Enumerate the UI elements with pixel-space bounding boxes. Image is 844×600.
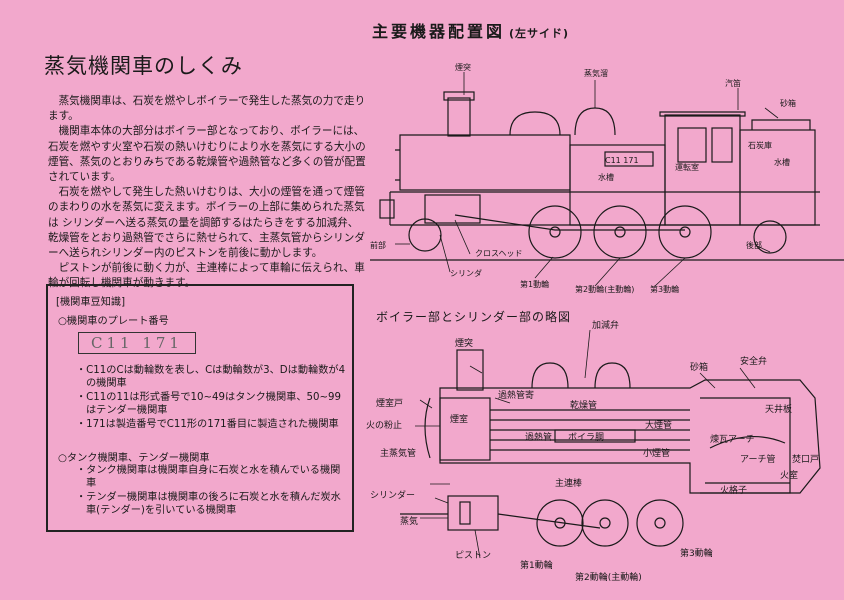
wheel-1 [536,499,584,547]
firebox-outline [700,397,791,494]
smokebox-shape [439,397,491,461]
label-sand-dome: 砂箱 [780,98,796,108]
label-safety-valve: 安全弁 [740,355,767,367]
driving-wheel-1 [528,205,582,259]
diagram2-title: ボイラー部とシリンダー部の略図 [376,310,572,324]
label-crosshead: クロスヘッド [475,249,522,258]
boiler-body-box [554,429,636,443]
label-regulator: 加減弁 [592,319,619,331]
label-firebox-door: 焚口戸 [792,454,819,465]
label-smokebox: 煙室 [450,413,468,425]
label-brick-arch: 煉瓦アーチ [710,434,754,445]
steam-dome-shape [574,107,616,136]
driving-wheel-2 [593,205,647,259]
label-whistle: 汽笛 [725,78,741,88]
label-main-rod: 主連棒 [555,477,582,489]
chimney-shape [447,97,471,137]
label-dry-pipe: 乾燥管 [570,399,597,411]
label-piston: ピストン [455,550,491,561]
label-small-flue: 小煙管 [643,447,670,459]
list-item: ・タンク機関車は機関車自身に石炭と水を積んでいる機関車 [76,465,341,490]
plate-heading: ○機関車のプレート番号 [58,316,169,327]
plate-on-loco: C11 171 [605,156,639,165]
sand-dome-shape [531,362,569,389]
boiler-outline [399,134,571,191]
cylinder-shape [424,194,481,224]
label-cylinder: シリンダ [450,268,482,278]
label-superheater-tube: 過熱管 [525,431,552,443]
chimney-shape [456,349,484,391]
boiler-cylinder-diagram: 加減弁 煙突 煙室戸 火の粉止 煙室 過熱管寄 乾燥管 過熱管 ボイラ胴 大煙管… [366,319,821,583]
plate-notes: ・C11のCは動輪数を表し、Cは動輪数が3、Dは動輪数が4の機関車 ・C11の1… [76,364,346,431]
sand-dome-shape [509,111,561,136]
label-sand-dome: 砂箱 [690,361,708,373]
label-wheel2: 第2動輪(主動輪) [575,284,634,294]
diagram-title: 主要機器配置図(左サイド) [372,22,570,41]
trailing-wheel [753,220,787,254]
driving-wheel-3 [658,205,712,259]
label-steam: 蒸気 [400,515,418,527]
list-item: ・C11のCは動輪数を表し、Cは動輪数が3、Dは動輪数が4の機関車 [76,365,346,390]
plate-number: C11 171 [78,332,196,354]
wheel-3 [636,499,684,547]
list-item: ・テンダー機関車は機関車の後ろに石炭と水を積んだ炭水車(テンダー)を引いている機… [76,491,341,517]
label-boiler-body: ボイラ胴 [568,432,604,443]
label-front: 前部 [370,240,386,250]
label-crown-sheet: 天井板 [765,403,792,415]
label-wheel1: 第1動輪 [520,279,549,289]
main-rod [497,513,601,529]
label-chimney: 煙突 [455,62,471,72]
list-item: ・171は製造番号でC11形の171番目に製造された機関車 [76,418,339,430]
label-wheel1: 第1動輪 [520,559,553,571]
label-tank-right: 水槽 [774,157,790,167]
locomotive-side-diagram: 煙突 蒸気溜 汽笛 砂箱 運転室 石炭庫 水槽 水槽 C11 171 前部 クロ… [370,62,844,294]
label-coal-bunker: 石炭庫 [748,140,772,150]
label-cab: 運転室 [675,162,699,172]
paragraph: ピストンが前後に動く力が、主連棒によって車輪に伝えられ、車輪が回転し機関車が動き… [48,262,365,290]
diagram-subtitle: (左サイド) [509,27,570,40]
boiler-shell [439,379,821,494]
label-big-flue: 大煙管 [645,419,672,431]
label-arch-tube: アーチ管 [740,453,775,465]
paragraph: 蒸気機関車は、石炭を燃やしボイラーで発生した蒸気の力で走ります。 [48,95,366,123]
label-wheel2: 第2動輪(主動輪) [575,571,642,583]
type-notes: ・タンク機関車は機関車自身に石炭と水を積んでいる機関車 ・テンダー機関車は機関車… [76,464,346,518]
label-firebox: 火室 [780,469,798,481]
trivia-box: [機関車豆知識] ○機関車のプレート番号 C11 171 ・C11のCは動輪数を… [46,284,354,532]
label-wheel3: 第3動輪 [650,284,679,294]
label-spark-arrester: 火の粉止 [366,419,402,431]
paragraph: 石炭を燃やして発生した熱いけむりは、大小の煙管を通って煙管のまわりの水を蒸気に変… [48,186,365,260]
list-item: ・C11の11は形式番号で10~49はタンク機関車、50~99はテンダー機関車 [76,391,341,417]
page-title: 蒸気機関車のしくみ [44,54,243,78]
label-wheel3: 第3動輪 [680,547,713,559]
label-rear: 後部 [746,240,762,250]
label-tank-left: 水槽 [598,172,614,182]
label-cylinder: シリンダー [370,489,415,501]
label-steam-dome: 蒸気溜 [584,68,608,78]
steam-dome-shape [594,362,631,389]
wheel-2 [581,499,629,547]
trivia-heading: [機関車豆知識] [56,297,126,308]
label-chimney: 煙突 [455,337,473,349]
label-grate: 火格子 [720,484,747,496]
explanation-text: 蒸気機関車は、石炭を燃やしボイラーで発生した蒸気の力で走ります。 機関車本体の大… [48,94,366,292]
label-smokebox-door: 煙室戸 [376,397,403,409]
leading-wheel [408,218,442,252]
type-heading: ○タンク機関車、テンダー機関車 [58,453,210,464]
label-superheater-header: 過熱管寄 [498,389,534,401]
paragraph: 機関車本体の大部分はボイラー部となっており、ボイラーには、石炭を燃やす火室や石炭… [48,125,366,184]
label-main-steam-pipe: 主蒸気管 [380,447,416,459]
cylinder-shape [447,495,499,531]
